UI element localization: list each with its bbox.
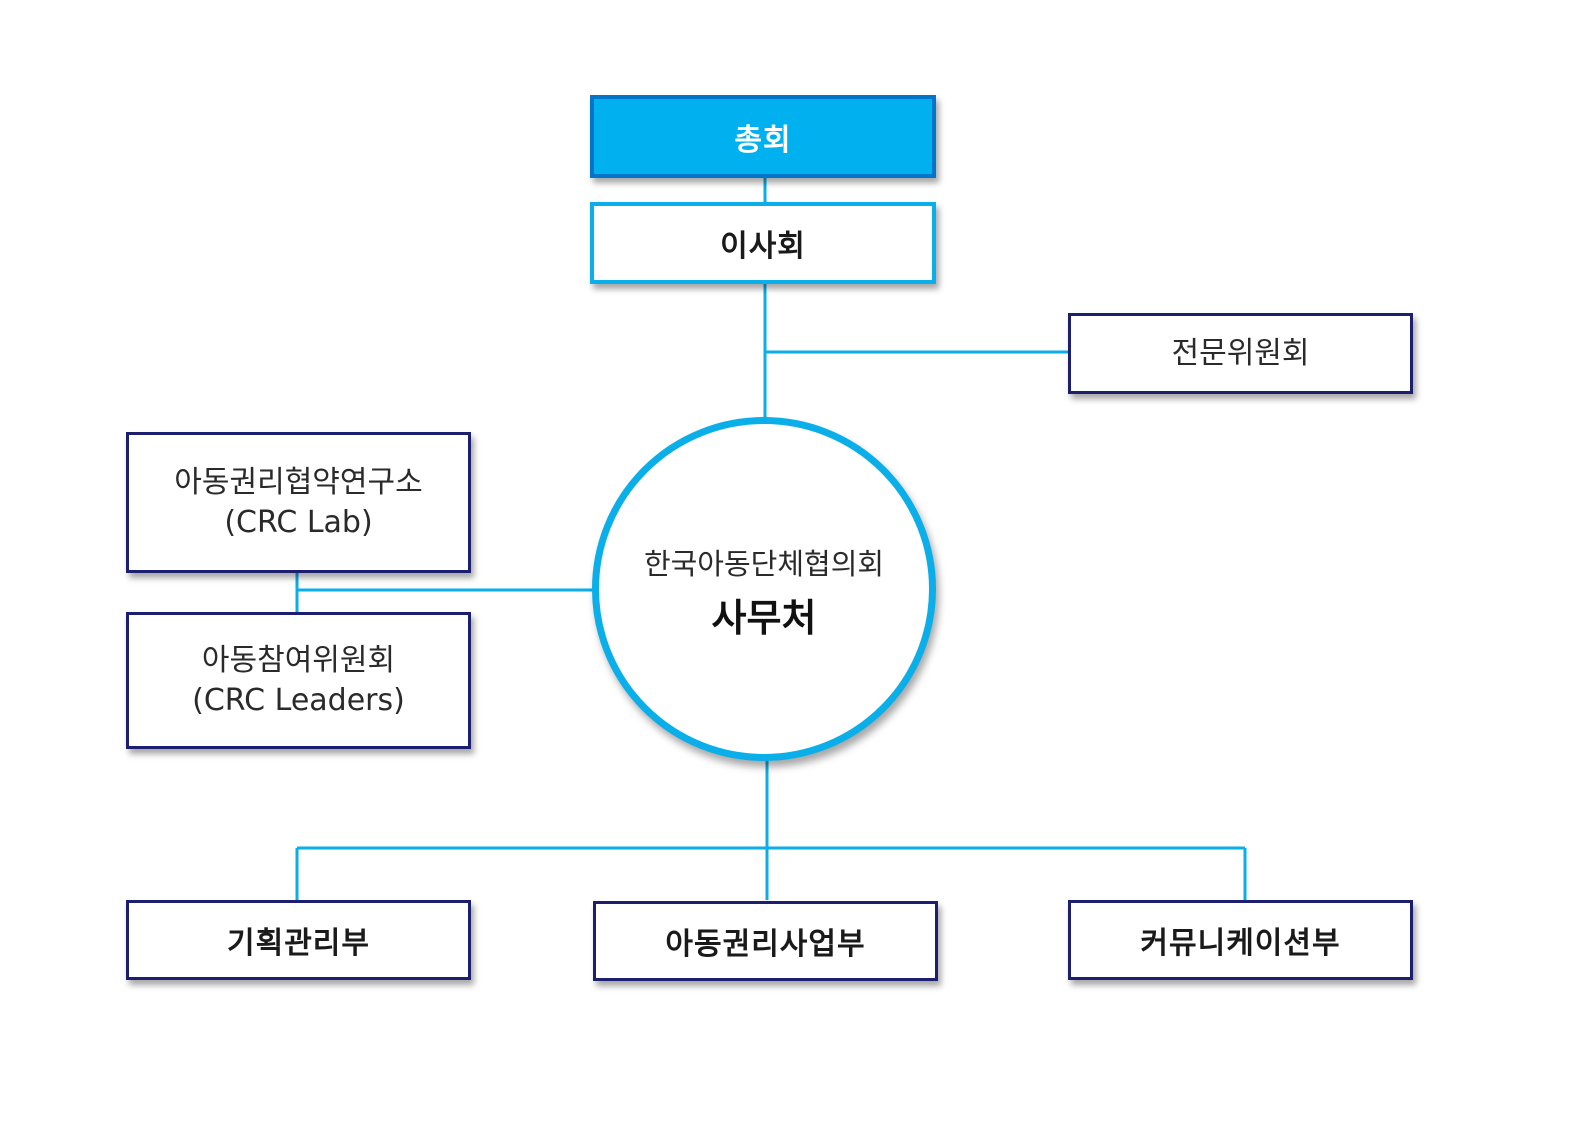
child-committee-abbr: (CRC Leaders) (192, 682, 405, 718)
child-committee-box[interactable]: 아동참여위원회 (CRC Leaders) (126, 612, 471, 749)
dept-child-rights-label: 아동권리사업부 (665, 927, 866, 962)
expert-committee-label: 전문위원회 (1171, 335, 1310, 371)
general-assembly-label: 총회 (734, 122, 792, 158)
dept-communication-box[interactable]: 커뮤니케이션부 (1068, 900, 1413, 980)
child-committee-name: 아동참여위원회 (201, 642, 396, 678)
secretariat-label: 사무처 (711, 595, 817, 640)
dept-communication-label: 커뮤니케이션부 (1140, 926, 1341, 961)
board-box[interactable]: 이사회 (590, 202, 936, 284)
board-label: 이사회 (720, 229, 806, 264)
expert-committee-box[interactable]: 전문위원회 (1068, 313, 1413, 394)
dept-planning-box[interactable]: 기획관리부 (126, 900, 471, 980)
research-lab-name: 아동권리협약연구소 (174, 464, 423, 500)
secretariat-circle[interactable]: 한국아동단체협의회 사무처 (592, 417, 936, 761)
dept-child-rights-box[interactable]: 아동권리사업부 (593, 901, 938, 981)
research-lab-box[interactable]: 아동권리협약연구소 (CRC Lab) (126, 432, 471, 573)
general-assembly-box[interactable]: 총회 (590, 95, 936, 178)
research-lab-abbr: (CRC Lab) (224, 504, 373, 540)
secretariat-org-name: 한국아동단체협의회 (643, 546, 885, 581)
dept-planning-label: 기획관리부 (227, 926, 370, 961)
